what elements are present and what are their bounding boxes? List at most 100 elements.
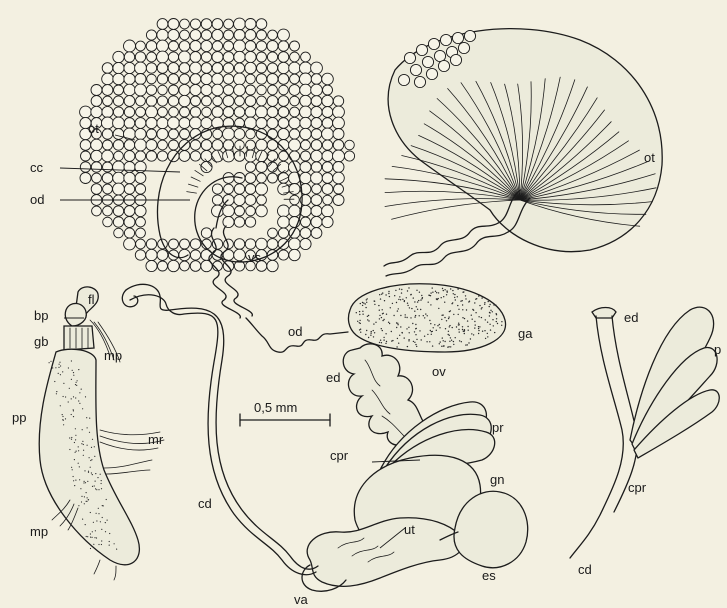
stipple-dot: [359, 314, 360, 315]
label-cpr-right: cpr: [628, 480, 647, 495]
stipple-dot: [92, 531, 93, 532]
acinus: [257, 96, 267, 106]
stipple-dot: [446, 320, 447, 321]
label-bp: bp: [34, 308, 48, 323]
stipple-dot: [422, 297, 423, 298]
stipple-dot: [87, 536, 88, 537]
label-es: es: [482, 568, 496, 583]
stipple-dot: [101, 480, 102, 481]
stipple-dot: [462, 300, 463, 301]
acinus: [311, 96, 322, 107]
stipple-dot: [71, 439, 72, 440]
stipple-dot: [396, 327, 397, 328]
stipple-dot: [75, 384, 76, 385]
stipple-dot: [83, 455, 84, 456]
stipple-dot: [406, 297, 407, 298]
stipple-dot: [116, 549, 117, 550]
acinus: [135, 173, 146, 184]
acinus: [223, 52, 234, 63]
stipple-dot: [484, 304, 485, 305]
stipple-dot: [73, 476, 74, 477]
stipple-dot: [375, 322, 376, 323]
acinus: [223, 107, 234, 118]
stipple-dot: [101, 483, 102, 484]
stipple-dot: [56, 393, 57, 394]
stipple-dot: [388, 291, 389, 292]
stipple-dot: [459, 340, 460, 341]
stipple-dot: [95, 530, 96, 531]
stipple-dot: [496, 313, 497, 314]
stipple-dot: [90, 467, 91, 468]
acinus: [404, 52, 415, 63]
stipple-dot: [431, 334, 432, 335]
acinus: [290, 107, 300, 117]
stipple-dot: [416, 306, 417, 307]
stipple-dot: [73, 409, 74, 410]
stipple-dot: [96, 537, 97, 538]
label-ot-left: ot: [88, 121, 99, 136]
stipple-dot: [84, 481, 85, 482]
acinus: [158, 261, 168, 271]
stipple-dot: [466, 309, 467, 310]
acinus: [267, 41, 278, 52]
stipple-dot: [360, 303, 361, 304]
stipple-dot: [418, 300, 419, 301]
stipple-dot: [357, 321, 358, 322]
stipple-dot: [378, 305, 379, 306]
stipple-dot: [437, 325, 438, 326]
stipple-dot: [449, 341, 450, 342]
stipple-dot: [462, 329, 463, 330]
label-od-top: od: [30, 192, 44, 207]
stipple-dot: [55, 367, 56, 368]
stipple-dot: [363, 302, 364, 303]
acinus: [114, 151, 124, 161]
stipple-dot: [90, 548, 91, 549]
stipple-dot: [397, 338, 398, 339]
stipple-dot: [73, 375, 74, 376]
stipple-dot: [443, 340, 444, 341]
stipple-dot: [439, 327, 440, 328]
acinus: [124, 184, 134, 194]
acinus: [136, 217, 146, 227]
acinus: [279, 85, 289, 95]
stipple-dot: [109, 545, 110, 546]
stipple-dot: [442, 314, 443, 315]
acinus: [289, 62, 301, 74]
acinus: [190, 52, 201, 63]
stipple-dot: [484, 330, 485, 331]
acinus: [169, 239, 179, 249]
acinus: [157, 250, 168, 261]
acinus: [146, 30, 156, 40]
canal-hatch: [188, 184, 198, 187]
acinus: [234, 217, 244, 227]
acinus: [224, 30, 234, 40]
acinus: [135, 250, 145, 260]
acinus: [124, 62, 135, 73]
stipple-dot: [72, 370, 73, 371]
acinus: [91, 139, 103, 151]
stipple-dot: [430, 323, 431, 324]
acinus: [113, 183, 125, 195]
stipple-dot: [382, 330, 383, 331]
acinus: [158, 140, 168, 150]
acinus: [190, 74, 201, 85]
acinus: [246, 129, 256, 139]
stipple-dot: [501, 321, 502, 322]
acinus: [146, 249, 157, 260]
stipple-dot: [60, 374, 61, 375]
stipple-dot: [463, 291, 464, 292]
stipple-dot: [436, 298, 437, 299]
stipple-dot: [463, 331, 464, 332]
stipple-dot: [101, 488, 102, 489]
stipple-dot: [91, 447, 92, 448]
stipple-dot: [501, 325, 502, 326]
scale-bar-label: 0,5 mm: [254, 400, 297, 415]
acinus: [190, 250, 200, 260]
stipple-dot: [96, 489, 97, 490]
acinus: [223, 205, 235, 217]
acinus: [245, 173, 256, 184]
stipple-dot: [444, 289, 445, 290]
stipple-dot: [485, 319, 486, 320]
stipple-dot: [462, 317, 463, 318]
label-ut: ut: [404, 522, 415, 537]
